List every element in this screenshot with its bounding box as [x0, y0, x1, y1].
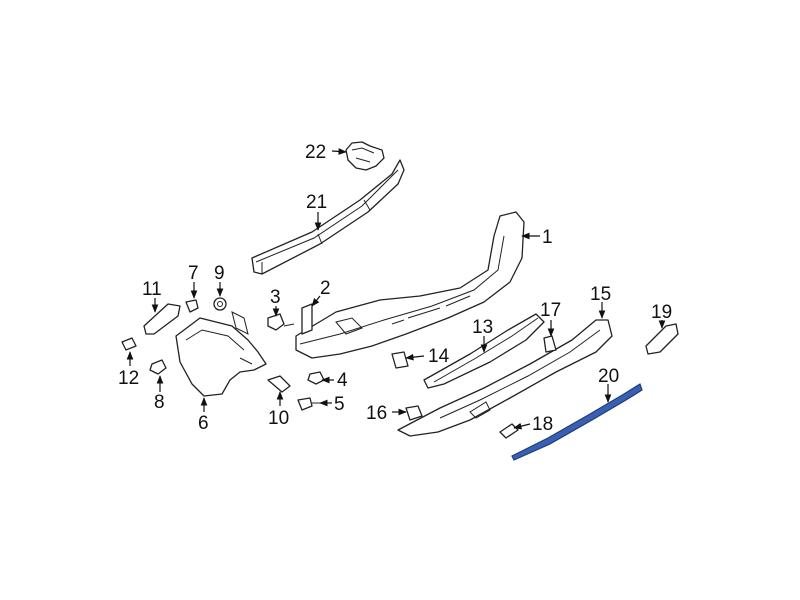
part-21-impact-bar[interactable]	[251, 159, 405, 275]
callout-15: 15	[590, 284, 611, 305]
part-7-push-pin[interactable]	[185, 299, 199, 313]
callout-6: 6	[198, 413, 209, 434]
part-18-cap[interactable]	[499, 423, 519, 439]
callout-13: 13	[472, 317, 493, 338]
callout-9: 9	[214, 263, 225, 284]
callout-2: 2	[320, 278, 331, 299]
part-17-clip[interactable]	[543, 335, 557, 353]
callout-21: 21	[306, 192, 327, 213]
callout-labels: 22 21 1 2 3 4 5 6 7 8 9 10 11 12 13 14 1…	[118, 142, 672, 435]
part-22-bracket[interactable]	[345, 141, 385, 171]
part-9-nut[interactable]	[213, 297, 227, 311]
callout-10: 10	[268, 408, 289, 429]
callout-7: 7	[188, 263, 199, 284]
callout-20: 20	[598, 366, 619, 387]
part-8-clip[interactable]	[149, 359, 167, 375]
part-10-bracket[interactable]	[267, 375, 291, 393]
callout-18: 18	[532, 414, 553, 435]
part-20-trim-strip[interactable]	[511, 383, 643, 461]
part-4-clip[interactable]	[307, 371, 325, 385]
callout-8: 8	[154, 392, 165, 413]
part-6-side-bracket[interactable]	[175, 311, 267, 397]
part-11-guide[interactable]	[143, 303, 181, 335]
leader-lines	[126, 148, 666, 430]
callout-4: 4	[337, 370, 348, 391]
part-16-bolt[interactable]	[405, 405, 423, 421]
callout-17: 17	[540, 300, 561, 321]
part-14-clip[interactable]	[391, 351, 409, 369]
callout-16: 16	[366, 403, 387, 424]
part-1-bumper-cover[interactable]	[295, 211, 525, 359]
callout-14: 14	[428, 346, 450, 367]
callout-3: 3	[270, 287, 281, 308]
callout-22: 22	[305, 142, 326, 163]
part-12-bolt[interactable]	[121, 337, 137, 351]
part-5-screw[interactable]	[297, 397, 320, 411]
callout-5: 5	[334, 394, 345, 415]
part-2-bracket[interactable]	[301, 303, 313, 335]
callout-1: 1	[542, 227, 553, 248]
callout-11: 11	[142, 279, 162, 300]
part-3-screw[interactable]	[267, 313, 295, 331]
callout-19: 19	[651, 302, 672, 323]
callout-12: 12	[118, 368, 139, 389]
part-15-lower-valance[interactable]	[397, 319, 613, 437]
part-19-reflector[interactable]	[645, 323, 679, 355]
